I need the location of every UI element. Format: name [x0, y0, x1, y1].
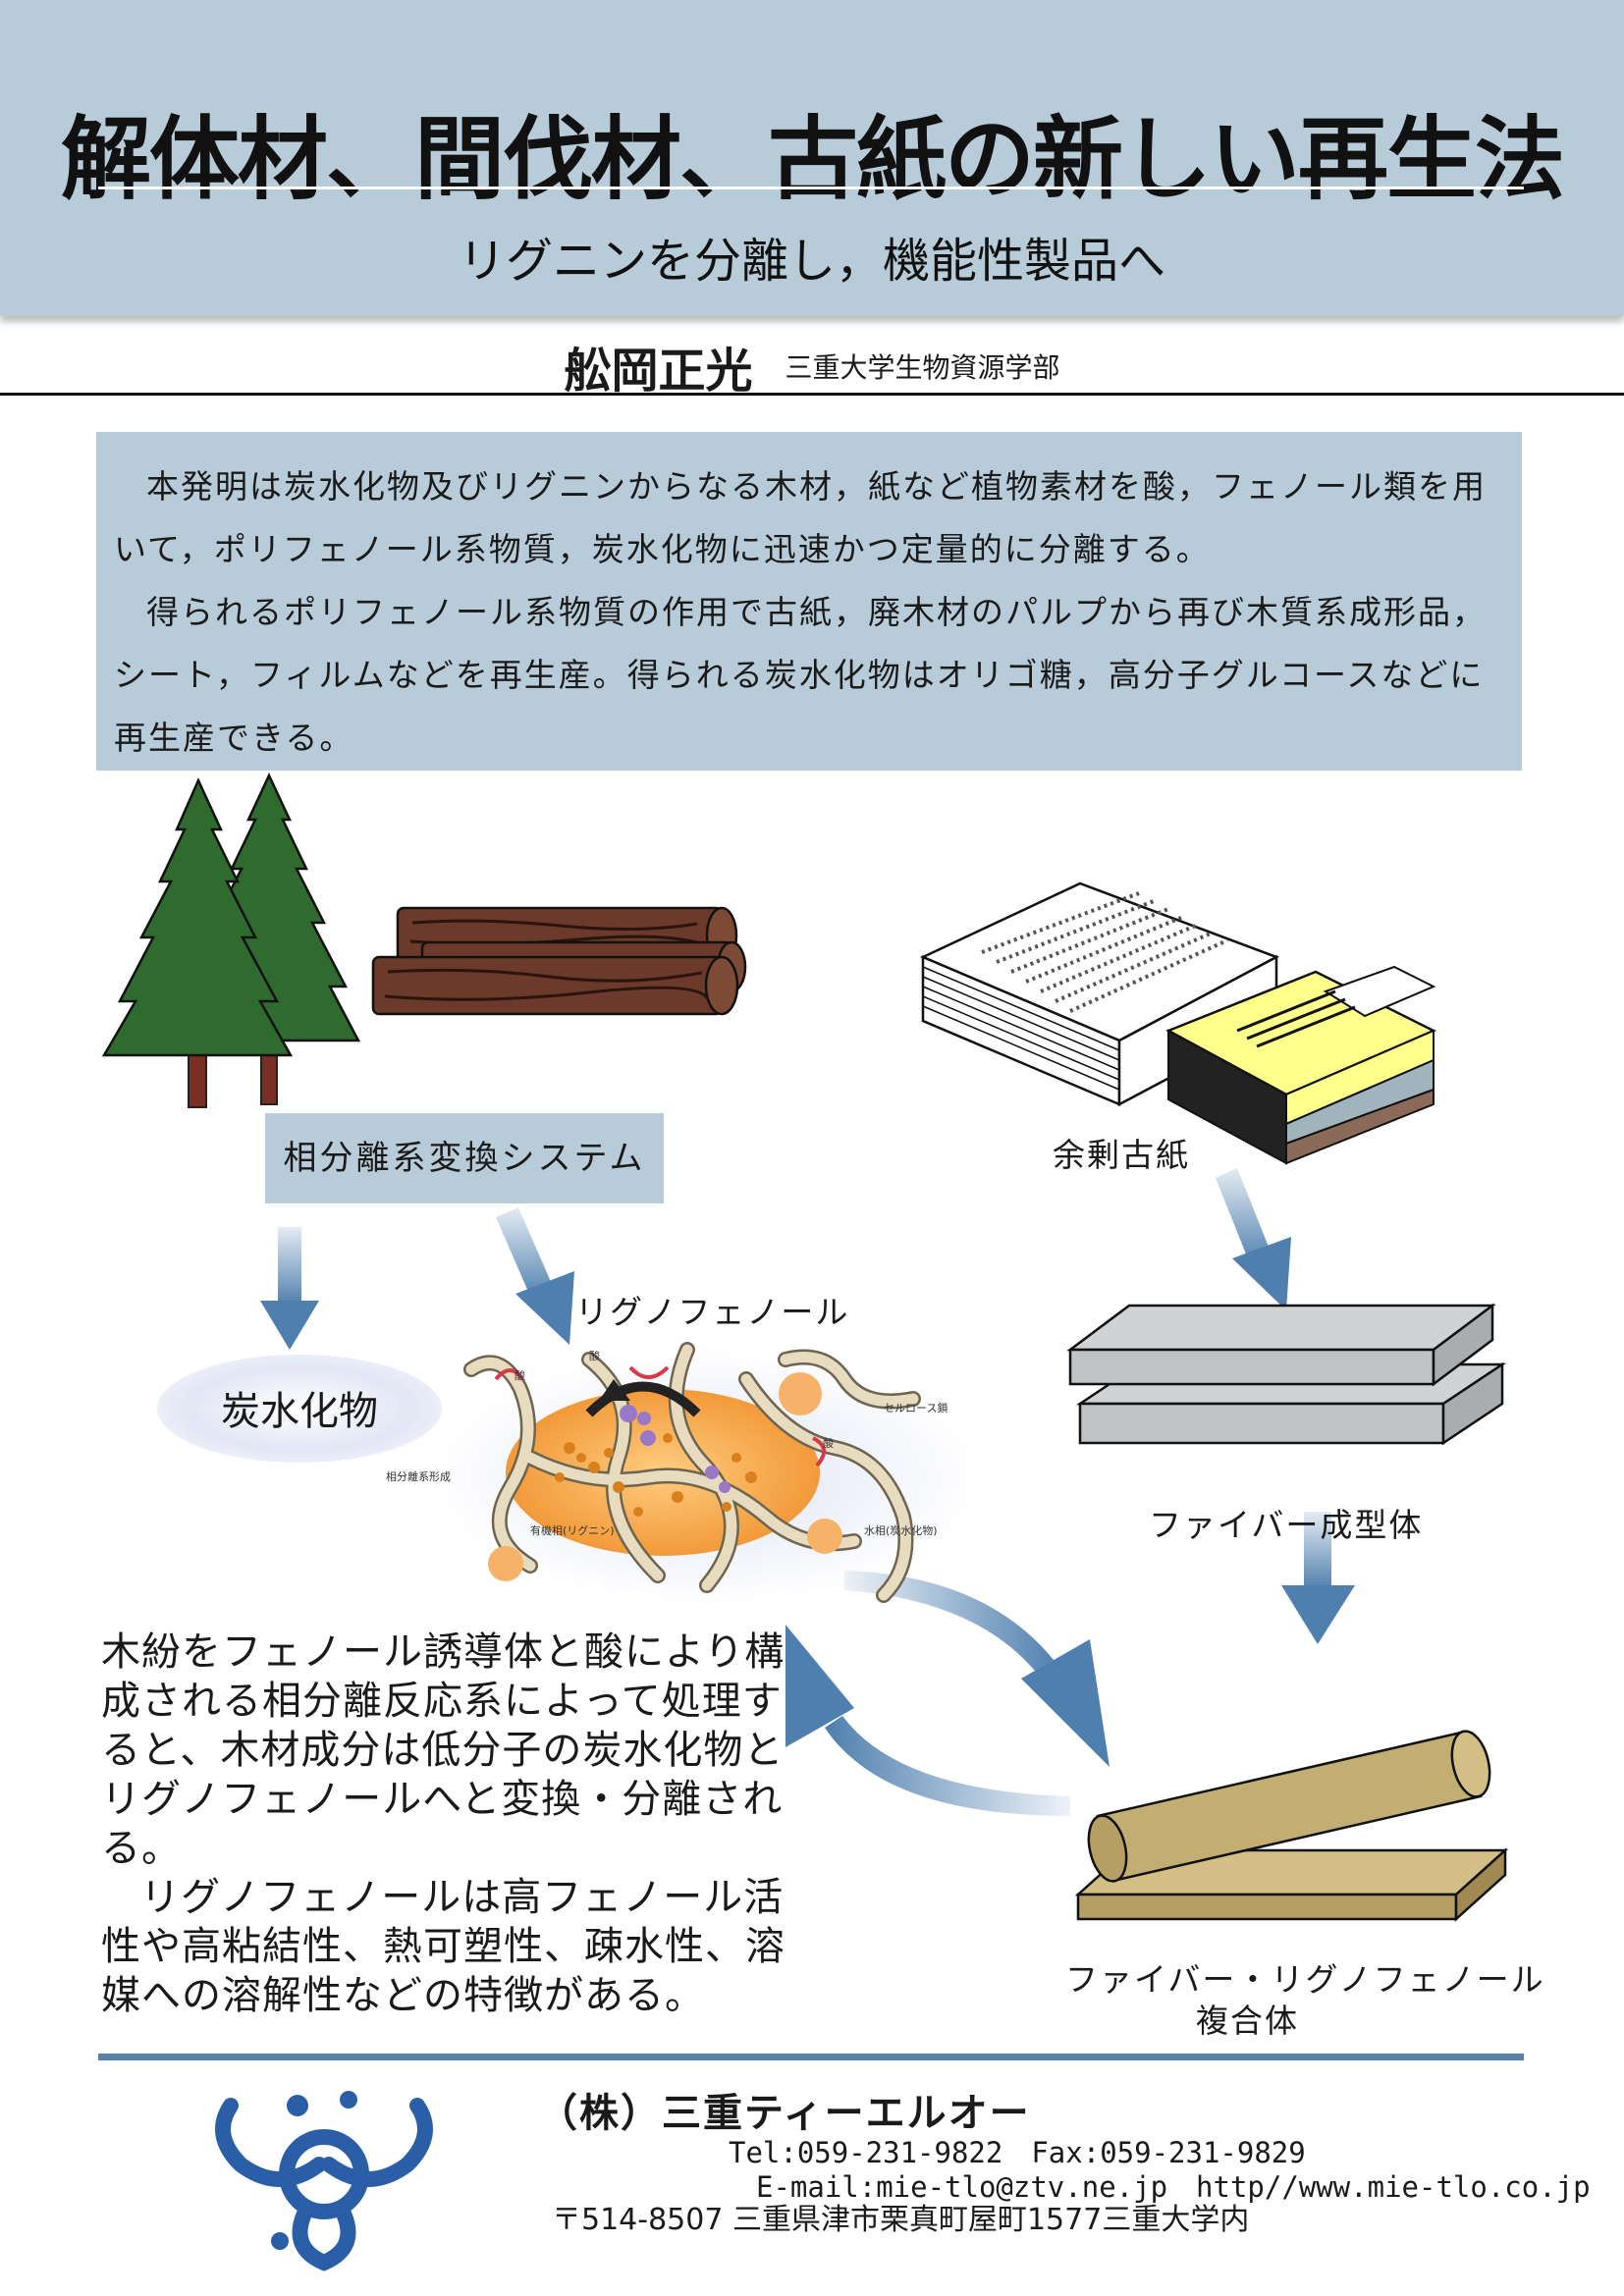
- acid-label-2: 酸: [589, 1350, 600, 1362]
- header-band: [0, 0, 1624, 316]
- composite-illustration: [1074, 1730, 1509, 1922]
- acid-label-1: 酸: [514, 1369, 525, 1382]
- summary-paragraph-1: 本発明は炭水化物及びリグニンからなる木材，紙など植物素材を酸，フェノール類を用い…: [114, 467, 1487, 568]
- system-label-box: 相分離系変換システム: [265, 1113, 664, 1203]
- board-upper: [1066, 1303, 1496, 1387]
- tel-fax: Tel:059-231-9822 Fax:059-231-9829: [729, 2136, 1306, 2169]
- footer-rule: [98, 2054, 1524, 2060]
- curved-arrow-to-lignophenol: [785, 1625, 1070, 1816]
- cellulose-chain-label: セルロース鎖: [884, 1402, 948, 1415]
- carbohydrate-glow: [157, 1355, 442, 1463]
- acid-arrows: [494, 1365, 826, 1468]
- phase-separation-label: 相分離系形成: [386, 1470, 451, 1483]
- arrow-to-carbohydrate: [260, 1227, 319, 1350]
- author-name: 舩岡正光: [564, 344, 753, 399]
- water-phase-label: 水相(炭水化物): [864, 1524, 938, 1537]
- carbohydrate-label: 炭水化物: [221, 1389, 378, 1434]
- log-front: [371, 955, 739, 1016]
- author-row: 舩岡正光 三重大学生物資源学部: [0, 332, 1624, 400]
- body-paragraph-2: リグノフェノールは高フェノール活性や高粘結性、熱可塑性、疎水性、溶媒への溶解性な…: [101, 1875, 785, 2018]
- waste-paper-label: 余剰古紙: [1053, 1136, 1190, 1174]
- logs-illustration: [371, 906, 747, 1016]
- author-affiliation: 三重大学生物資源学部: [785, 351, 1060, 384]
- tree-front: [101, 776, 294, 1108]
- phase-arrow: [585, 1381, 701, 1417]
- page-subtitle: リグニンを分離し，機能性製品へ: [458, 234, 1165, 289]
- arrow-to-composite: [1281, 1512, 1355, 1644]
- postal-address: 〒514-8507 三重県津市栗真町屋町1577三重大学内: [552, 2203, 1250, 2237]
- trees-illustration: [101, 773, 361, 1108]
- lignophenol-label: リグノフェノール: [575, 1293, 850, 1331]
- book-stack: [1165, 965, 1436, 1165]
- arrow-to-fiber-molding: [1216, 1168, 1291, 1310]
- molecular-diagram: [432, 1342, 982, 1605]
- water-droplets: [488, 1372, 842, 1581]
- composite-rod: [1087, 1730, 1491, 1883]
- composite-label-line-2: 複合体: [1196, 2002, 1299, 2040]
- company-name: （株）三重ティーエルオー: [538, 2091, 1031, 2136]
- body-text: 木紛をフェノール誘導体と酸により構成される相分離反応系によって処理すると、木材成…: [101, 1628, 788, 2020]
- arrows-layer: [260, 1168, 1355, 1816]
- fiber-molding-label: ファイバー成型体: [1149, 1506, 1424, 1544]
- body-paragraph-1: 木紛をフェノール誘導体と酸により構成される相分離反応系によって処理すると、木材成…: [101, 1629, 785, 1871]
- summary-box: 本発明は炭水化物及びリグニンからなる木材，紙など植物素材を酸，フェノール類を用い…: [96, 432, 1522, 771]
- composite-label-line-1: ファイバー・リグノフェノール: [1065, 1960, 1545, 1999]
- lignin-clusters: [555, 1433, 757, 1517]
- acid-label-3: 酸: [823, 1437, 834, 1450]
- organic-phase-label: 有機相(リグニン): [530, 1524, 615, 1537]
- summary-paragraph-2: 得られるポリフェノール系物質の作用で古紙，廃木材のパルプから再び木質系成形品，シ…: [114, 593, 1487, 757]
- mie-tlo-logo: [215, 2091, 433, 2271]
- title-rule: [98, 187, 1524, 189]
- arrow-to-lignophenol: [496, 1207, 574, 1345]
- email-web: E-mail:mie-tlo@ztv.ne.jp http//www.mie-t…: [756, 2170, 1591, 2204]
- page-title: 解体材、間伐材、古紙の新しい再生法: [60, 107, 1565, 212]
- author-rule: [0, 393, 1624, 396]
- phenol-molecules: [620, 1405, 731, 1493]
- fiber-molding-illustration: [1066, 1303, 1507, 1446]
- curved-arrow-to-composite: [844, 1571, 1110, 1767]
- waste-paper-illustration: [919, 881, 1436, 1165]
